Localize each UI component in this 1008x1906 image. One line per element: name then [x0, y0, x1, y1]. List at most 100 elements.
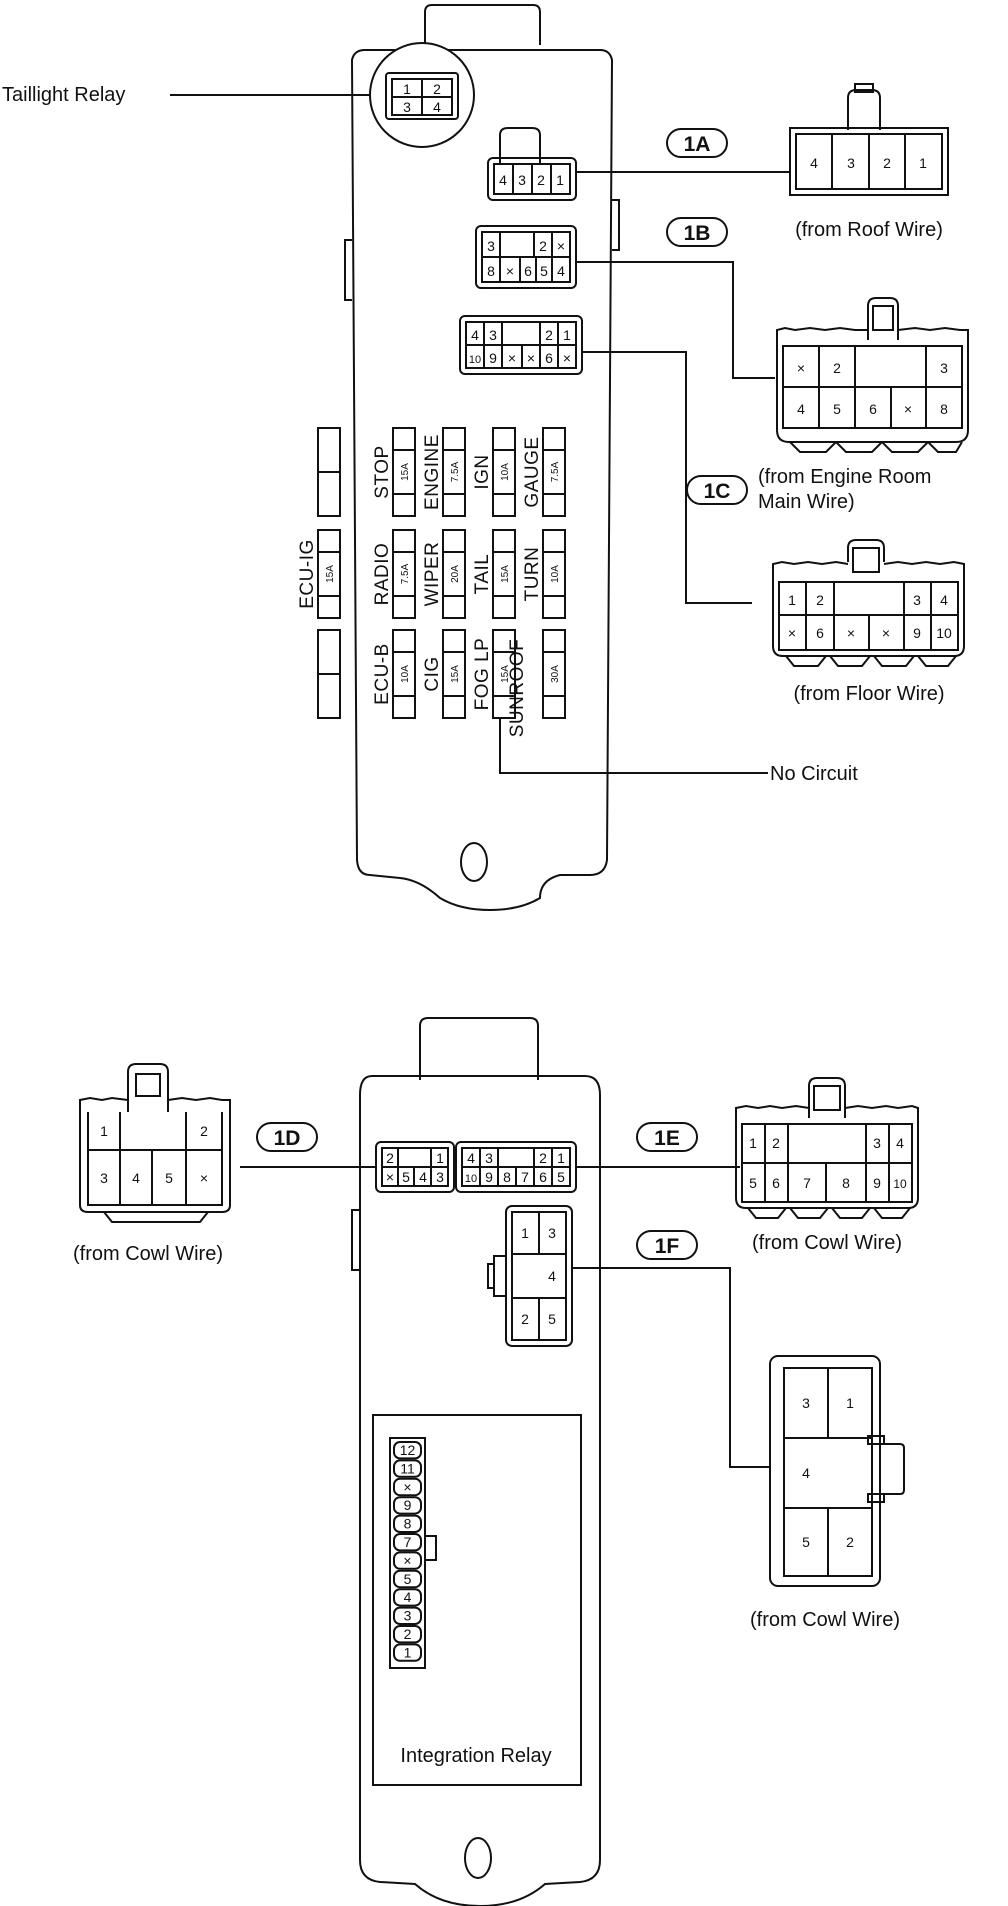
fuse-body: [392, 551, 416, 597]
fuse-name: GAUGE: [522, 436, 543, 507]
1a-block-pin: 1: [556, 172, 564, 188]
1c-source-label: (from Floor Wire): [793, 683, 944, 705]
top-junction-block: [344, 4, 620, 912]
1e-mating-pin: 1: [749, 1135, 757, 1151]
fuse-ecu-ig: 15A ECU-IG: [297, 529, 341, 619]
fuse-name: FOG LP: [472, 638, 493, 711]
connector-1d-block: 2 1 × 5 4 3: [375, 1141, 455, 1193]
1d-block-pin: 4: [419, 1169, 427, 1185]
fuse-ign: 10A IGN: [472, 427, 516, 517]
fuse-amperage: 30A: [550, 665, 561, 683]
1e-block-pin: 4: [467, 1150, 475, 1166]
fuse-body: [492, 551, 516, 597]
no-circuit-label: No Circuit: [770, 763, 858, 785]
connector-1b-block: 3 2 × 8 × 6 5 4: [475, 225, 577, 289]
relay-pin-label: ×: [403, 1479, 411, 1495]
1c-mating-pin: 6: [816, 625, 824, 641]
taillight-relay: 1 2 3 4: [369, 42, 475, 148]
fuse-name: WIPER: [422, 542, 443, 607]
1a-block-pin: 4: [499, 172, 507, 188]
1f-mating-pin: 5: [802, 1534, 810, 1550]
fuse-amperage: 10A: [500, 463, 511, 481]
relay-pin-label: 11: [400, 1460, 415, 1476]
fuse-body: [392, 651, 416, 697]
1f-mating-pin: 1: [846, 1395, 854, 1411]
1c-mating-pin: 2: [816, 592, 824, 608]
1e-mating-pin: 8: [842, 1175, 850, 1191]
1c-block-pin: ×: [527, 350, 535, 366]
connector-1d-mating: 1 2 3 4 5 ×: [79, 1063, 231, 1223]
fuse-cig: 15A CIG: [422, 629, 466, 719]
1a-mating-pin: 3: [847, 155, 855, 171]
relay-pin-cell: [393, 1551, 422, 1570]
1b-block-pin: ×: [506, 263, 514, 279]
1d-block-pin: 5: [402, 1169, 410, 1185]
1d-id: 1D: [274, 1127, 301, 1150]
1a-mating-pin: 1: [919, 155, 927, 171]
1b-mating-pin: 8: [940, 401, 948, 417]
relay-pin-cell: [393, 1514, 422, 1533]
relay-pin-cell: [393, 1496, 422, 1515]
fuse-name: ENGINE: [422, 434, 443, 510]
connector-1d-badge: 1D: [256, 1122, 318, 1152]
1e-block-pin: 3: [485, 1150, 493, 1166]
1f-block-pin: 3: [548, 1225, 556, 1241]
fuse-body: [392, 449, 416, 495]
1e-mating-pin: 3: [873, 1135, 881, 1151]
relay-pin-cell: [393, 1441, 422, 1460]
1c-block-pin: ×: [563, 350, 571, 366]
1e-block-pin: 8: [503, 1169, 511, 1185]
1e-mating-pin: 7: [803, 1175, 811, 1191]
1e-block-pin: 1: [557, 1150, 565, 1166]
1e-block-pin: 2: [539, 1150, 547, 1166]
connector-1f-mating: 3 1 4 5 2: [769, 1355, 905, 1587]
fuse-amperage: 10A: [550, 565, 561, 583]
1f-leader: [572, 1267, 770, 1468]
fuse-name: RADIO: [372, 543, 393, 606]
1e-source-label: (from Cowl Wire): [752, 1232, 902, 1254]
fuse-name: IGN: [472, 454, 493, 489]
fuse-wiper: 20A WIPER: [422, 529, 466, 619]
taillight-relay-label: Taillight Relay: [2, 84, 125, 106]
fuse-amperage: 15A: [450, 665, 461, 683]
connector-1c-block: 4 3 2 1 10 9 × × 6 ×: [459, 315, 583, 375]
fuse-amperage: 15A: [325, 565, 336, 583]
fuse-body: [442, 449, 466, 495]
relay-pin-cell: [393, 1477, 422, 1497]
1c-block-pin: 1: [563, 327, 571, 343]
1b-leader: [576, 261, 775, 379]
no-circuit-leader: [499, 718, 768, 774]
1b-id: 1B: [684, 222, 711, 245]
fuse-body: [492, 651, 516, 697]
1e-mating-pin: 10: [893, 1177, 907, 1191]
fuse-body: [442, 551, 466, 597]
1e-mating-pin: 2: [772, 1135, 780, 1151]
connector-1f-badge: 1F: [636, 1230, 698, 1260]
relay-pin-label: 7: [404, 1534, 412, 1550]
1b-source-line2: Main Wire): [758, 491, 855, 513]
1c-block-pin: 3: [489, 327, 497, 343]
1c-mating-pin: 3: [913, 592, 921, 608]
1b-source-line1: (from Engine Room: [758, 466, 931, 488]
1d-mating-pin: 3: [100, 1170, 108, 1186]
relay-pin-label: 3: [404, 1608, 412, 1624]
1b-block-pin: ×: [557, 238, 565, 254]
1e-block-pin: 10: [465, 1173, 477, 1185]
fuse-body: [492, 449, 516, 495]
fuse-name: ECU-B: [372, 643, 393, 705]
fuse-amperage: 7.5A: [400, 563, 411, 584]
1c-id: 1C: [704, 480, 731, 503]
relay-pin-label: ×: [403, 1552, 411, 1568]
fuse-name: CIG: [422, 656, 443, 691]
fuse-amperage: 20A: [450, 565, 461, 583]
relay-pin-label: 12: [400, 1442, 416, 1458]
fuse-name: ECU-IG: [297, 539, 318, 609]
1b-block-pin: 8: [487, 263, 495, 279]
1a-block-pin: 2: [537, 172, 545, 188]
relay-pin-label: 8: [404, 1516, 412, 1532]
1d-mating-pin: 1: [100, 1123, 108, 1139]
1c-block-pin: 6: [545, 350, 553, 366]
1f-mating-pin: 2: [846, 1534, 854, 1550]
